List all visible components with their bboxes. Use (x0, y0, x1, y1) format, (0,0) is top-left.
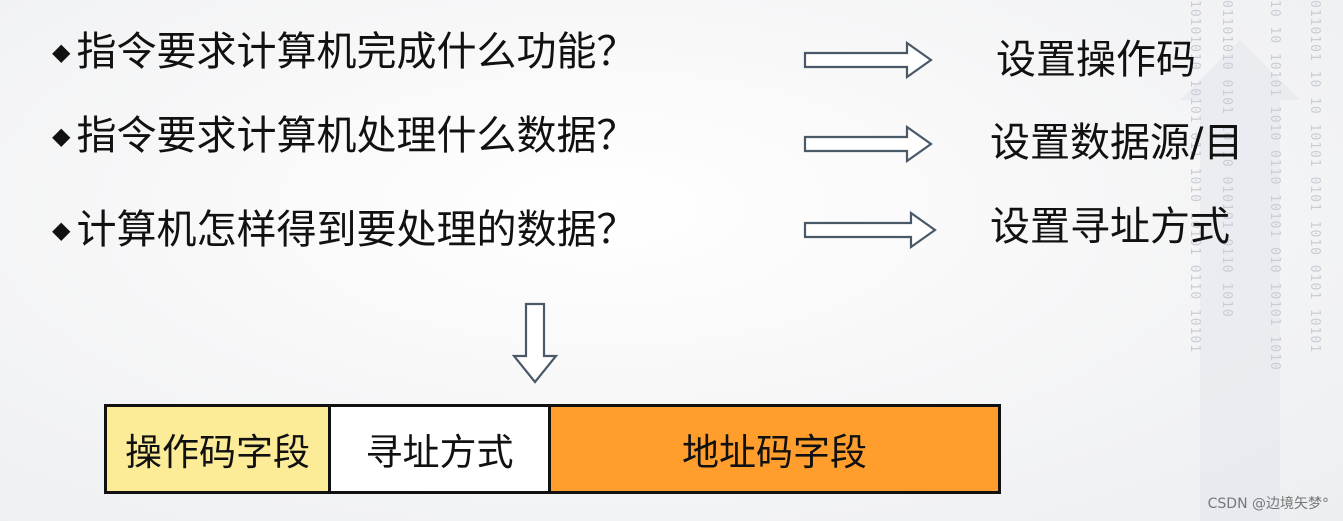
question-row: ◆ 指令要求计算机完成什么功能？ (52, 22, 636, 82)
opcode-field-cell: 操作码字段 (107, 407, 331, 491)
diamond-bullet-icon: ◆ (52, 216, 71, 244)
question-text: 指令要求计算机完成什么功能？ (76, 29, 637, 75)
right-arrow-icon (803, 124, 933, 164)
background-binary-decoration: 10101010 10101 011 1010 10101 0110 10101… (1180, 0, 1343, 521)
addressing-mode-cell: 寻址方式 (331, 407, 551, 491)
address-field-cell: 地址码字段 (551, 407, 998, 491)
answer-text: 设置寻址方式 (990, 204, 1230, 250)
diamond-bullet-icon: ◆ (52, 122, 71, 150)
diamond-bullet-icon: ◆ (52, 38, 71, 66)
question-text: 计算机怎样得到要处理的数据？ (76, 207, 637, 253)
binary-column: 10 10 10101 1010 0110 10101 010 10101 10… (1267, 0, 1282, 371)
instruction-format-bar: 操作码字段 寻址方式 地址码字段 (104, 404, 1001, 494)
binary-column: 0110101 10 10 10101 0101 1010 0101 10101 (1307, 0, 1322, 354)
watermark: CSDN @边境矢梦° (1207, 496, 1329, 512)
right-arrow-icon (803, 40, 933, 80)
question-row: ◆ 计算机怎样得到要处理的数据？ (52, 200, 636, 260)
answer-text: 设置操作码 (996, 37, 1196, 83)
question-row: ◆ 指令要求计算机处理什么数据？ (52, 106, 636, 166)
down-arrow-icon (511, 302, 559, 384)
right-arrow-icon (803, 210, 937, 250)
answer-text: 设置数据源/目 (990, 120, 1244, 166)
question-text: 指令要求计算机处理什么数据？ (76, 113, 637, 159)
background-up-arrow-shape (1180, 40, 1300, 521)
